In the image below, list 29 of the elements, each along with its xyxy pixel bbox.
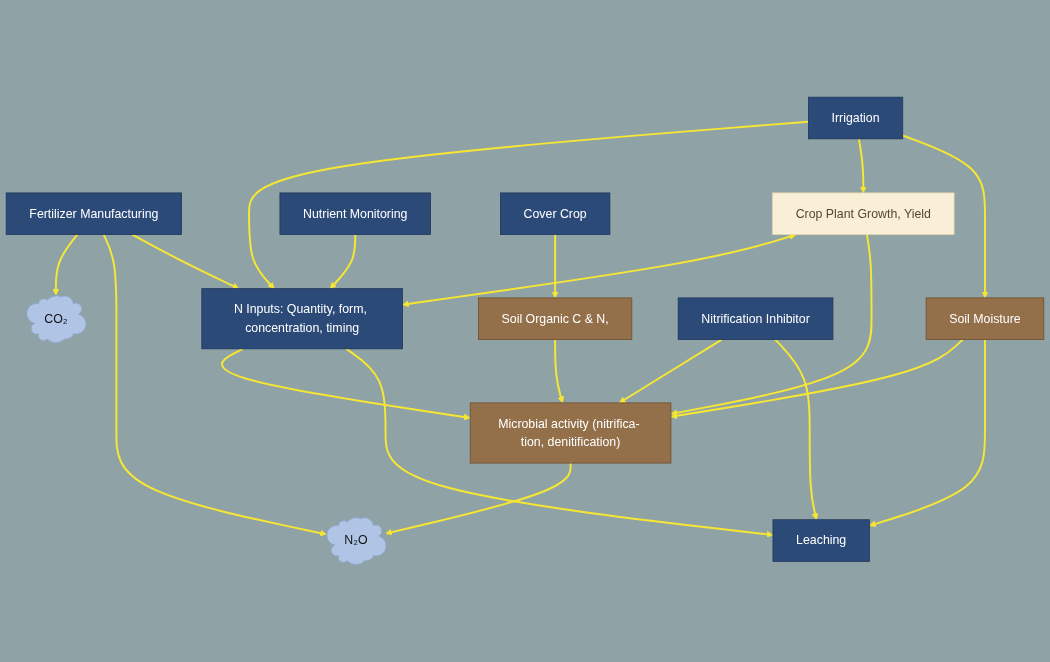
node-box: Crop Plant Growth, Yield (772, 192, 955, 236)
node-box: Fertilizer Manufacturing (5, 192, 182, 236)
node-box: Microbial activity (nitrifica- tion, denitification) (469, 402, 672, 464)
arrow (857, 138, 867, 194)
node-box: Soil Moisture (925, 297, 1045, 341)
arrow (131, 233, 240, 290)
arrow (102, 233, 327, 537)
node-box: Cover Crop (500, 192, 611, 236)
arrow (402, 233, 797, 308)
arrow (52, 233, 79, 296)
node-box: N Inputs: Quantity, form, concentration, timing (201, 288, 403, 350)
node-box: Nutrient Monitoring (279, 192, 431, 236)
arrow (248, 120, 810, 290)
node-box: Soil Organic C & N, (478, 297, 633, 341)
node-box: Nitrification Inhibitor (677, 297, 834, 341)
arrow (670, 338, 964, 420)
arrow (554, 338, 565, 404)
arrow (345, 348, 774, 538)
arrow (551, 233, 559, 299)
arrow (670, 233, 873, 417)
arrow (901, 134, 989, 299)
arrow (329, 233, 357, 290)
node-box: Irrigation (808, 96, 904, 140)
arrow (221, 348, 471, 421)
arrow (619, 338, 723, 404)
node-box: Leaching (772, 519, 870, 562)
arrow (869, 338, 986, 528)
arrow (385, 462, 572, 536)
arrow (774, 338, 819, 521)
